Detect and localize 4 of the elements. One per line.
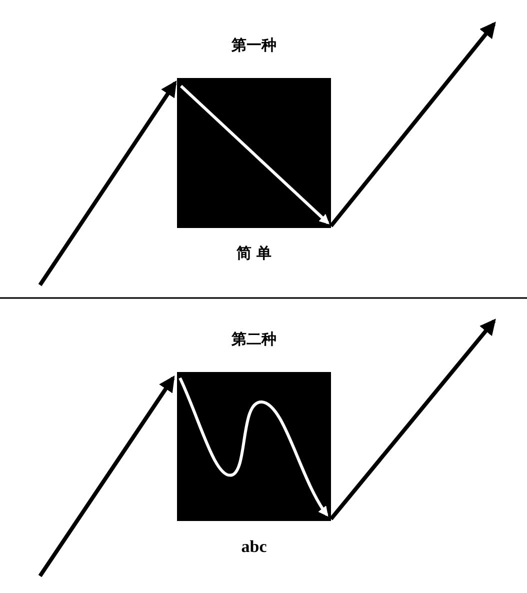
pattern-label: abc: [241, 537, 267, 557]
pattern-label: 第一种: [232, 36, 276, 55]
pattern-label: 第二种: [232, 330, 276, 349]
pattern-label: 简 单: [236, 244, 272, 263]
